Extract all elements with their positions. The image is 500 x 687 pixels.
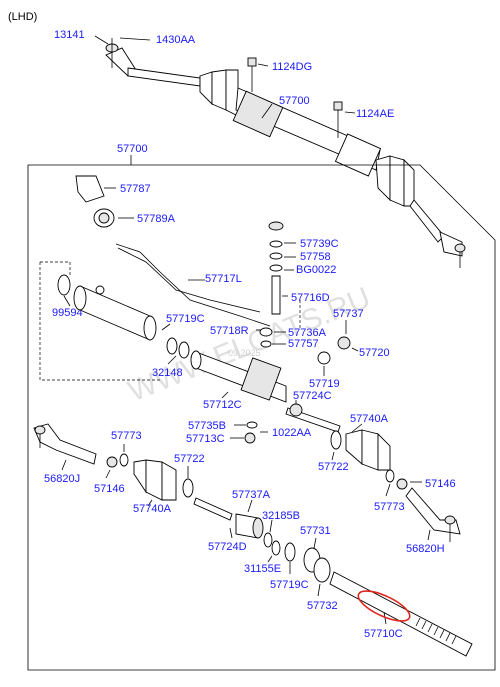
washer-57758[interactable]: [269, 252, 283, 260]
label-57758[interactable]: 57758: [300, 251, 331, 263]
label-57789A[interactable]: 57789A: [137, 213, 176, 225]
ring-57719C-b[interactable]: [284, 542, 296, 562]
rack-bar-57710C[interactable]: [329, 571, 473, 657]
seal-57732[interactable]: [313, 557, 331, 583]
valve-body-top: [232, 90, 284, 138]
clamp-57722-l[interactable]: [182, 478, 194, 498]
inner-rod-57724D[interactable]: [193, 497, 233, 521]
label-57716D[interactable]: 57716D: [291, 292, 330, 304]
label-57700-box[interactable]: 57700: [117, 143, 148, 155]
seal-57757[interactable]: [260, 340, 272, 348]
tie-rod-end-56820H[interactable]: [405, 487, 461, 535]
label-57719C-a[interactable]: 57719C: [166, 313, 205, 325]
pipe-57717L[interactable]: [115, 243, 271, 327]
label-57719C-b[interactable]: 57719C: [270, 579, 309, 591]
label-57773-l[interactable]: 57773: [111, 430, 142, 442]
seal-57736A[interactable]: [259, 327, 273, 337]
clamp-57773-l[interactable]: [119, 453, 129, 467]
label-57717L[interactable]: 57717L: [205, 273, 242, 285]
label-57735B[interactable]: 57735B: [188, 420, 226, 432]
tie-rod-left-top: [127, 67, 201, 87]
ring-32148[interactable]: [166, 337, 178, 355]
label-57732[interactable]: 57732: [307, 600, 338, 612]
clamp-57773-r[interactable]: [385, 469, 395, 483]
boot-left-top: [199, 69, 239, 117]
label-BG0022[interactable]: BG0022: [296, 264, 336, 276]
label-31155E[interactable]: 31155E: [244, 563, 281, 575]
boot-57740A-left[interactable]: [133, 459, 177, 501]
tie-rod-right-top: [409, 199, 445, 243]
clamp-57722-r[interactable]: [330, 430, 342, 450]
assembly-box-outline: [27, 164, 496, 671]
cylinder-tube: [79, 285, 151, 341]
label-57731[interactable]: 57731: [300, 525, 331, 537]
label-1124AE[interactable]: 1124AE: [356, 108, 394, 120]
variant-label: (LHD): [8, 11, 37, 23]
boot-57740A-right[interactable]: [345, 429, 391, 471]
tie-rod-end-56820J[interactable]: [33, 423, 97, 465]
ring-31155E[interactable]: [271, 540, 281, 556]
label-1022AA[interactable]: 1022AA: [272, 427, 312, 439]
label-57720[interactable]: 57720: [359, 347, 390, 359]
part-57735B[interactable]: [246, 421, 258, 429]
label-57740A-l[interactable]: 57740A: [133, 503, 172, 515]
cap-57739C-stack: [268, 221, 284, 231]
label-57757[interactable]: 57757: [288, 338, 319, 350]
label-57718R[interactable]: 57718R: [210, 325, 249, 337]
label-57722-r[interactable]: 57722: [318, 461, 349, 473]
seal-99594[interactable]: [57, 274, 71, 296]
label-57722-l[interactable]: 57722: [174, 453, 205, 465]
part-57713C[interactable]: [244, 432, 256, 444]
label-57712C[interactable]: 57712C: [203, 399, 242, 411]
label-57700-top[interactable]: 57700: [279, 95, 310, 107]
label-57739C[interactable]: 57739C: [300, 238, 339, 250]
label-57773-r[interactable]: 57773: [374, 501, 405, 513]
highlight-marker: [357, 590, 411, 622]
label-57787[interactable]: 57787: [120, 183, 151, 195]
label-1430AA[interactable]: 1430AA: [156, 34, 196, 46]
label-57724C[interactable]: 57724C: [293, 390, 332, 402]
snap-ring-57739C[interactable]: [269, 240, 283, 248]
mount-bracket-top: [334, 133, 382, 177]
label-57737[interactable]: 57737: [333, 308, 364, 320]
oring-BG0022[interactable]: [269, 264, 283, 272]
label-57737A[interactable]: 57737A: [232, 489, 271, 501]
label-56820J[interactable]: 56820J: [44, 473, 80, 485]
label-56820H[interactable]: 56820H: [406, 543, 445, 555]
rack-teeth: [415, 617, 457, 645]
bushing-57719[interactable]: [317, 351, 331, 365]
boot-right-top: [375, 155, 415, 207]
label-57146-l[interactable]: 57146: [94, 483, 125, 495]
label-99594[interactable]: 99594: [52, 307, 83, 319]
label-13141[interactable]: 13141: [54, 29, 85, 41]
label-57146-r[interactable]: 57146: [425, 478, 456, 490]
subframe-dashed-left: [39, 261, 160, 381]
label-57736A[interactable]: 57736A: [288, 327, 327, 339]
label-32185B[interactable]: 32185B: [262, 510, 300, 522]
label-1124DG[interactable]: 1124DG: [272, 61, 312, 73]
label-57713C[interactable]: 57713C: [186, 433, 225, 445]
label-57740A-r[interactable]: 57740A: [350, 413, 389, 425]
nut-57146-r[interactable]: [396, 478, 408, 490]
label-57710C[interactable]: 57710C: [364, 628, 403, 640]
label-57724D[interactable]: 57724D: [208, 541, 247, 553]
steering-rack-assembly-top: [105, 38, 466, 268]
watermark-code: 09.2025: [228, 348, 261, 358]
label-57719[interactable]: 57719: [309, 378, 340, 390]
nut-57146-l[interactable]: [106, 456, 118, 468]
label-32148[interactable]: 32148: [152, 367, 183, 379]
bracket-57787[interactable]: [75, 175, 105, 203]
ring-32185B[interactable]: [263, 532, 273, 548]
valve-shaft-57716D[interactable]: [271, 275, 281, 315]
cap-57737[interactable]: [337, 336, 351, 350]
